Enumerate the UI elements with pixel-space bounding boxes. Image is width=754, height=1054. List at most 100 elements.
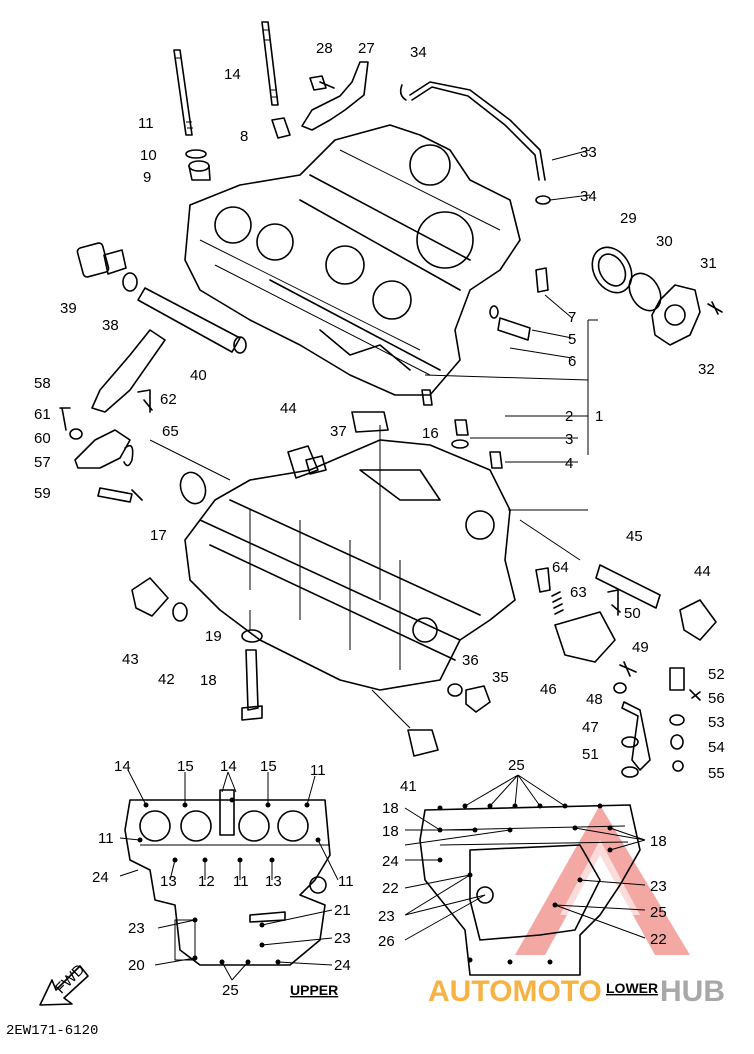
label-57: 57 bbox=[34, 454, 51, 471]
part-56-screw bbox=[689, 689, 701, 701]
label-42: 42 bbox=[158, 671, 175, 688]
label-44-right: 44 bbox=[694, 563, 711, 580]
part-5-union-bolt bbox=[489, 305, 531, 341]
upper-label-21: 21 bbox=[334, 902, 351, 919]
label-47: 47 bbox=[582, 719, 599, 736]
label-16: 16 bbox=[422, 425, 439, 442]
label-31: 31 bbox=[700, 255, 717, 272]
part-48-washer bbox=[613, 682, 627, 694]
part-46-bracket bbox=[554, 611, 616, 663]
label-8: 8 bbox=[240, 128, 248, 145]
part-3-pin bbox=[454, 419, 469, 436]
lower-label-26: 26 bbox=[378, 933, 395, 950]
label-64: 64 bbox=[552, 559, 569, 576]
label-58: 58 bbox=[34, 375, 51, 392]
label-30: 30 bbox=[656, 233, 673, 250]
part-19-washer bbox=[241, 629, 263, 643]
part-63-spring bbox=[551, 591, 564, 615]
lower-inset-labels: 25 18 18 18 24 22 23 26 23 25 22 LOWER bbox=[378, 757, 667, 996]
part-55-cap bbox=[672, 760, 684, 772]
part-50-bolt bbox=[607, 589, 621, 616]
watermark-triangle bbox=[515, 805, 690, 955]
part-28-bolt bbox=[309, 75, 335, 91]
label-49: 49 bbox=[632, 639, 649, 656]
upper-label-13b: 13 bbox=[265, 873, 282, 890]
part-18-bolt bbox=[241, 649, 263, 721]
label-53: 53 bbox=[708, 714, 725, 731]
upper-label-20: 20 bbox=[128, 957, 145, 974]
label-7: 7 bbox=[568, 309, 576, 326]
label-48: 48 bbox=[586, 691, 603, 708]
part-29-oil-seal bbox=[591, 246, 633, 294]
part-54-spring bbox=[670, 734, 684, 750]
lower-label-25b: 25 bbox=[650, 904, 667, 921]
part-57-tensioner-holder bbox=[74, 429, 131, 469]
part-labels: 1 2 3 4 5 6 7 8 9 10 11 14 16 17 18 19 2… bbox=[34, 40, 725, 795]
part-17-oil-seal bbox=[179, 471, 207, 505]
upper-label-12: 12 bbox=[198, 873, 215, 890]
label-65: 65 bbox=[162, 423, 179, 440]
part-43-plug bbox=[131, 577, 169, 617]
label-44-left: 44 bbox=[280, 400, 297, 417]
part-8-dowel bbox=[271, 117, 291, 139]
label-52: 52 bbox=[708, 666, 725, 683]
part-2-jet bbox=[421, 389, 433, 406]
label-56: 56 bbox=[708, 690, 725, 707]
upper-label-14a: 14 bbox=[114, 758, 131, 775]
upper-label-24a: 24 bbox=[92, 869, 109, 886]
label-45: 45 bbox=[626, 528, 643, 545]
upper-label-15b: 15 bbox=[260, 758, 277, 775]
part-51-grommets bbox=[621, 736, 639, 778]
label-11: 11 bbox=[138, 115, 154, 132]
label-41: 41 bbox=[400, 778, 417, 795]
label-29: 29 bbox=[620, 210, 637, 227]
label-14: 14 bbox=[224, 66, 241, 83]
part-16-o-ring bbox=[451, 439, 469, 449]
part-45-shaft bbox=[595, 564, 661, 609]
watermark-text-automoto: AUTOMOTO bbox=[428, 975, 602, 1008]
part-38-washer bbox=[122, 272, 138, 292]
upper-label-23a: 23 bbox=[128, 920, 145, 937]
part-41-plug bbox=[407, 729, 439, 757]
label-3: 3 bbox=[565, 431, 573, 448]
upper-label-15a: 15 bbox=[177, 758, 194, 775]
upper-label-14b: 14 bbox=[220, 758, 237, 775]
label-36: 36 bbox=[462, 652, 479, 669]
label-51: 51 bbox=[582, 746, 599, 763]
label-50: 50 bbox=[624, 605, 641, 622]
label-27: 27 bbox=[358, 40, 375, 57]
caption-upper: UPPER bbox=[290, 982, 338, 998]
part-52-sleeve bbox=[669, 667, 685, 691]
part-35-plug bbox=[465, 685, 491, 713]
lower-label-22a: 22 bbox=[382, 880, 399, 897]
part-31-cover bbox=[651, 284, 701, 346]
label-39: 39 bbox=[60, 300, 77, 317]
watermark: AUTOMOTO HUB bbox=[428, 805, 725, 1008]
upper-label-11a: 11 bbox=[310, 762, 326, 779]
part-44-plug-left bbox=[287, 445, 327, 479]
part-40-pipe bbox=[137, 287, 247, 354]
label-34-bottom: 34 bbox=[580, 188, 597, 205]
label-62: 62 bbox=[160, 391, 177, 408]
part-36-o-ring bbox=[447, 683, 463, 697]
upper-label-13a: 13 bbox=[160, 873, 177, 890]
part-47-pipe bbox=[621, 701, 651, 771]
label-46: 46 bbox=[540, 681, 557, 698]
label-34-top: 34 bbox=[410, 44, 427, 61]
part-4-pin bbox=[489, 451, 503, 469]
part-62-bolt bbox=[137, 389, 153, 413]
label-61: 61 bbox=[34, 406, 51, 423]
part-10-o-ring bbox=[185, 149, 207, 159]
caption-lower: LOWER bbox=[606, 980, 658, 996]
part-59-bolt bbox=[97, 487, 143, 503]
label-54: 54 bbox=[708, 739, 725, 756]
upper-label-11c: 11 bbox=[233, 873, 249, 890]
part-42-washer bbox=[172, 602, 188, 622]
label-28: 28 bbox=[316, 40, 333, 57]
part-27-bracket bbox=[301, 61, 369, 131]
label-38: 38 bbox=[102, 317, 119, 334]
label-40: 40 bbox=[190, 367, 207, 384]
label-55: 55 bbox=[708, 765, 725, 782]
